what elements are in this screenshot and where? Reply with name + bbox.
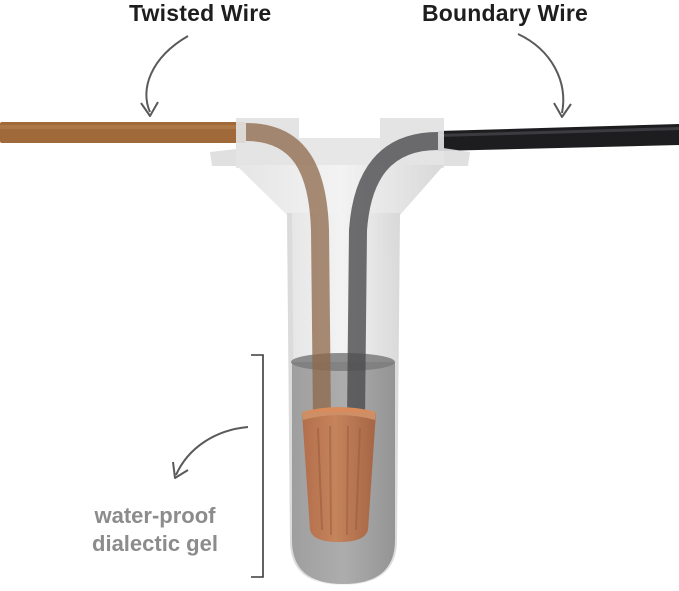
gel-arrow <box>172 426 249 479</box>
twisted-wire-arrow <box>140 35 189 117</box>
gel-bracket <box>251 354 264 578</box>
twisted-wire-label: Twisted Wire <box>129 0 272 26</box>
boundary-wire-label: Boundary Wire <box>422 0 588 26</box>
gel-surface <box>291 353 395 371</box>
gel-label-line1: water-proof <box>94 503 216 528</box>
twisted-wire-inside <box>245 123 331 421</box>
gel-label: water-proof dialectic gel <box>70 502 240 558</box>
gel-label-line2: dialectic gel <box>92 531 218 556</box>
twisted-wire-highlight <box>0 125 246 129</box>
wire-nut <box>302 407 376 542</box>
boundary-wire-inside <box>347 132 439 421</box>
gel-overlay <box>302 412 376 542</box>
boundary-wire-arrow <box>517 33 572 118</box>
boundary-wire-highlight <box>438 127 679 137</box>
